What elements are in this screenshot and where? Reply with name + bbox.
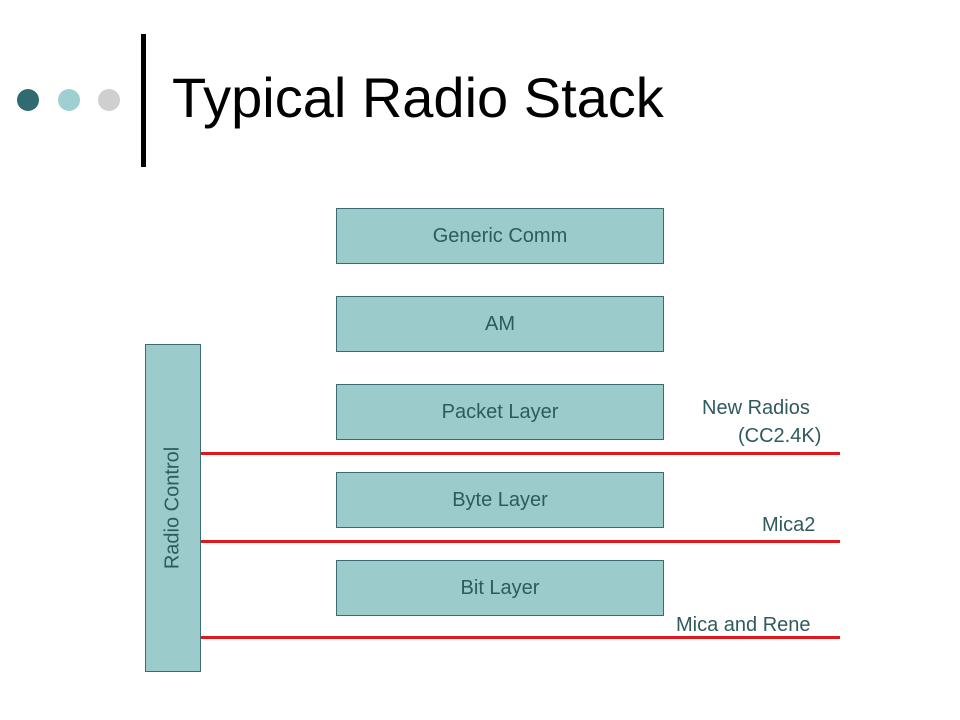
new-radios-line <box>201 452 840 455</box>
layer-bit: Bit Layer <box>336 560 664 616</box>
layer-packet-label: Packet Layer <box>441 400 559 423</box>
mica-rene-line <box>201 636 840 639</box>
layer-packet: Packet Layer <box>336 384 664 440</box>
layer-byte-label: Byte Layer <box>452 488 548 511</box>
layer-generic-comm: Generic Comm <box>336 208 664 264</box>
bullet-dot-light <box>58 89 80 111</box>
mica2-label: Mica2 <box>762 514 816 536</box>
mica2-line <box>201 540 840 543</box>
radio-control-box: Radio Control <box>145 344 201 672</box>
slide-title: Typical Radio Stack <box>172 66 664 129</box>
radio-control-label: Radio Control <box>161 446 184 570</box>
new-radios-label: New Radios <box>702 397 810 419</box>
bullet-dot-gray <box>98 89 120 111</box>
layer-am: AM <box>336 296 664 352</box>
layer-am-label: AM <box>485 312 515 335</box>
title-divider <box>141 34 146 167</box>
layer-generic-comm-label: Generic Comm <box>432 224 568 247</box>
cc24k-label: (CC2.4K) <box>738 425 822 447</box>
layer-byte: Byte Layer <box>336 472 664 528</box>
mica-rene-label: Mica and Rene <box>676 614 811 636</box>
layer-bit-label: Bit Layer <box>460 576 540 599</box>
bullet-dot-dark <box>17 89 39 111</box>
